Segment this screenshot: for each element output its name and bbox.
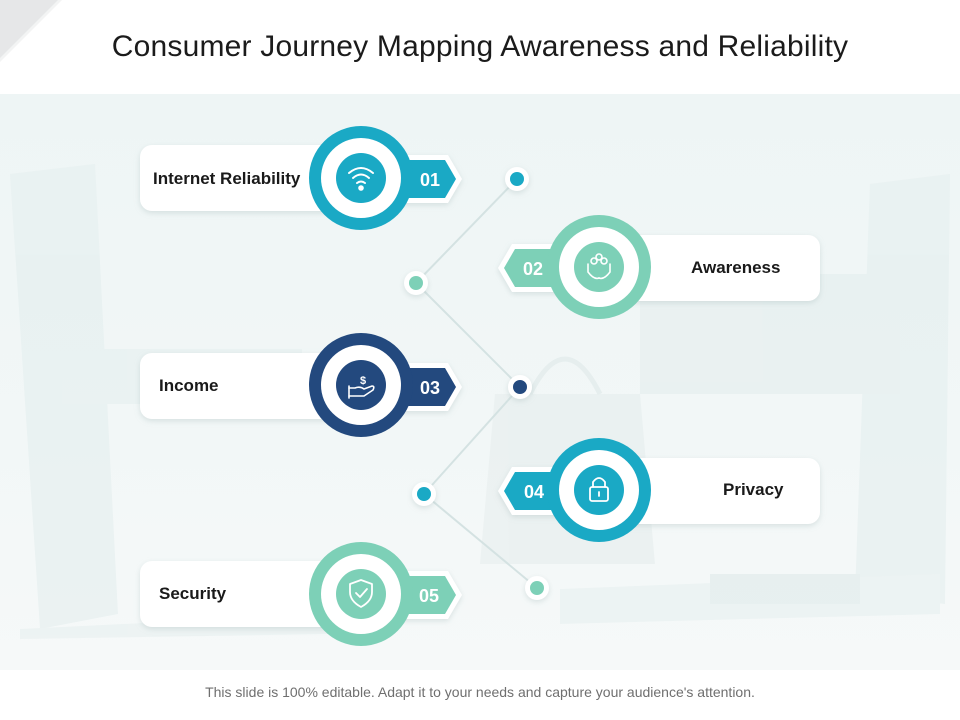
step-02 bbox=[498, 215, 820, 319]
connector-dot bbox=[412, 482, 436, 506]
padlock-icon bbox=[589, 477, 609, 502]
number-tag-05 bbox=[404, 576, 456, 614]
step-01 bbox=[140, 126, 462, 230]
connector-dot bbox=[508, 375, 532, 399]
connector-dot bbox=[505, 167, 529, 191]
step-05-number: 05 bbox=[418, 586, 440, 606]
hand-dollar-icon bbox=[348, 385, 375, 399]
step-03: $ bbox=[140, 333, 462, 437]
number-tag-03 bbox=[404, 368, 456, 406]
step-02-number: 02 bbox=[522, 259, 544, 279]
connector-lines bbox=[415, 178, 538, 589]
step-01-label: Internet Reliability bbox=[153, 169, 301, 188]
step-05 bbox=[140, 542, 462, 646]
step-04-number: 04 bbox=[523, 482, 545, 502]
step-03-label: Income bbox=[159, 376, 219, 395]
hands-holding-people-icon bbox=[587, 253, 611, 280]
page-fold-corner bbox=[0, 0, 58, 58]
slide-title: Consumer Journey Mapping Awareness and R… bbox=[111, 30, 849, 63]
number-tag-02 bbox=[504, 249, 556, 287]
step-04 bbox=[498, 438, 820, 542]
step-05-label: Security bbox=[159, 584, 227, 603]
footer-note: This slide is 100% editable. Adapt it to… bbox=[205, 684, 755, 700]
footer: This slide is 100% editable. Adapt it to… bbox=[0, 670, 960, 720]
wifi-icon bbox=[348, 167, 374, 191]
connector-dot bbox=[404, 271, 428, 295]
number-tag-01 bbox=[404, 160, 456, 198]
step-04-label: Privacy bbox=[723, 480, 784, 499]
step-03-number: 03 bbox=[419, 378, 441, 398]
number-tag-04 bbox=[504, 472, 556, 510]
header: Consumer Journey Mapping Awareness and R… bbox=[0, 0, 960, 94]
step-01-number: 01 bbox=[419, 170, 441, 190]
svg-text:$: $ bbox=[360, 375, 366, 387]
shield-check-icon bbox=[349, 579, 373, 608]
connector-dot bbox=[525, 576, 549, 600]
step-02-label: Awareness bbox=[691, 258, 781, 277]
